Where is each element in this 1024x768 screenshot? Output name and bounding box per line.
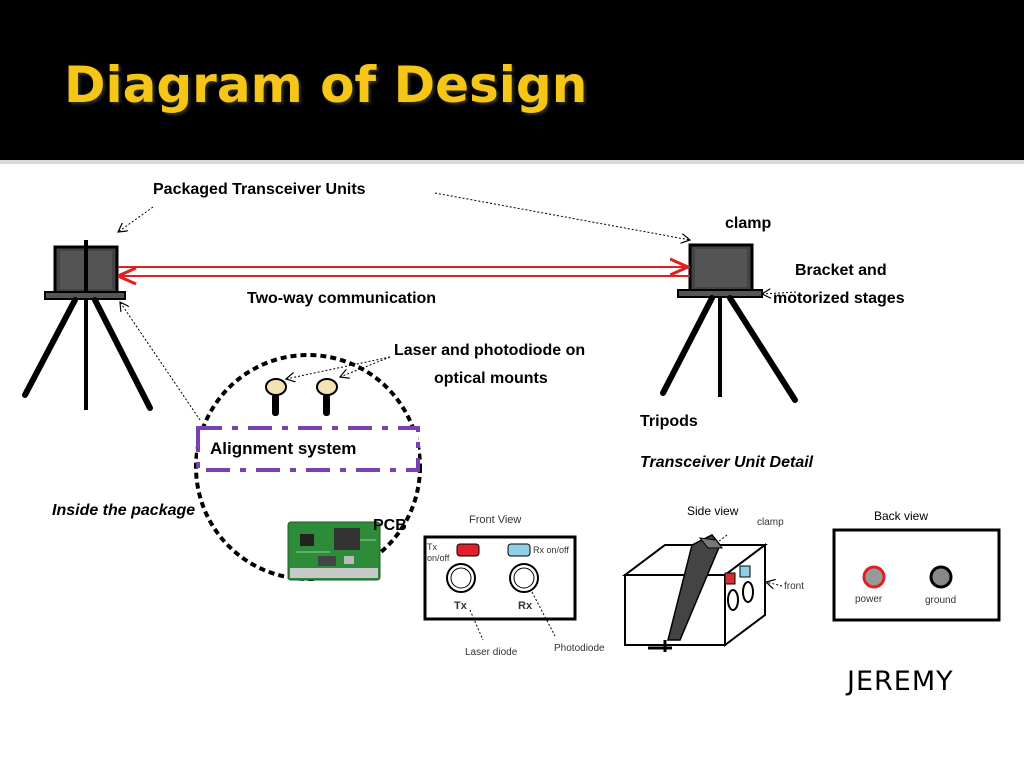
slide-title: Diagram of Design xyxy=(64,56,588,114)
side-clamp-label: clamp xyxy=(757,517,784,528)
alignment-label: Alignment system xyxy=(210,439,357,458)
laser-label-line2: optical mounts xyxy=(434,370,548,387)
side-view-title: Side view xyxy=(687,504,739,518)
pcb-label: PCB xyxy=(373,517,407,534)
photodiode-mount-icon xyxy=(316,378,338,416)
ground-label: ground xyxy=(925,595,957,606)
front-view-title: Front View xyxy=(469,514,522,526)
left-transceiver-unit xyxy=(22,240,153,411)
inside-package-label: Inside the package xyxy=(52,502,196,519)
tx-port-label: Tx xyxy=(454,600,467,612)
author-name: JEREMY xyxy=(847,666,954,697)
tripods-label: Tripods xyxy=(640,413,698,430)
laser-diode-label: Laser diode xyxy=(465,647,518,658)
laser-label-line1: Laser and photodiode on xyxy=(394,342,586,359)
alignment-box xyxy=(196,426,420,472)
clamp-label: clamp xyxy=(725,215,772,232)
right-transceiver-unit xyxy=(660,243,798,403)
title-divider xyxy=(0,160,1024,164)
tx-switch-label: Tx on/off xyxy=(427,542,450,563)
pointer-arrows xyxy=(118,192,797,421)
title-bar xyxy=(0,0,1024,160)
front-view-panel xyxy=(423,535,577,641)
package-detail-circle xyxy=(194,353,422,581)
power-label: power xyxy=(855,594,883,605)
rx-switch-label: Rx on/off xyxy=(533,545,569,555)
side-view-box xyxy=(622,534,783,652)
rx-port-label: Rx xyxy=(518,600,533,612)
two-way-label: Two-way communication xyxy=(247,290,437,307)
communication-beams xyxy=(118,267,690,276)
bracket-label-line1: Bracket and xyxy=(795,262,887,279)
laser-mount-icon xyxy=(265,378,287,416)
pcb-icon xyxy=(287,521,381,581)
photodiode-label: Photodiode xyxy=(554,643,605,654)
packaged-units-label: Packaged Transceiver Units xyxy=(153,181,366,198)
transceiver-detail-label: Transceiver Unit Detail xyxy=(640,454,814,471)
back-view-panel xyxy=(832,528,1001,622)
back-view-title: Back view xyxy=(874,509,929,523)
bracket-label-line2: motorized stages xyxy=(773,290,905,307)
side-front-label: front xyxy=(784,581,805,592)
